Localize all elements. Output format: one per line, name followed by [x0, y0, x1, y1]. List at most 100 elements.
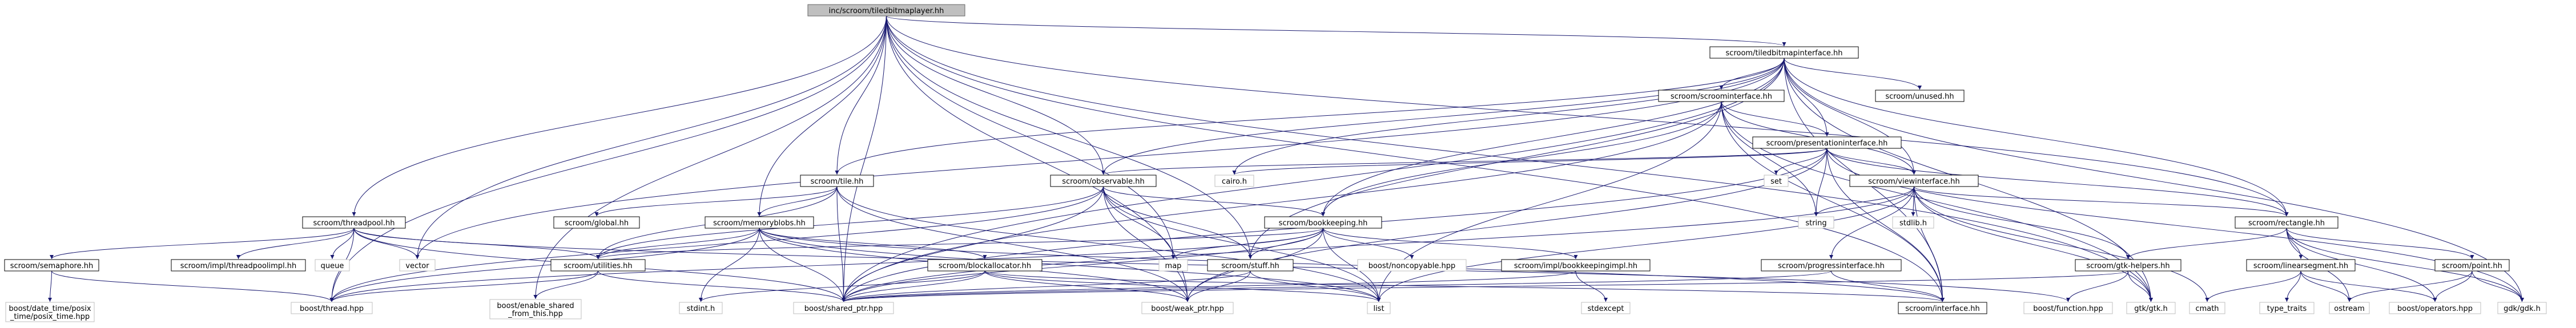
node-gdkgdk: gdk/gdk.h [2497, 302, 2547, 314]
edge-root-to-bweak [886, 15, 1190, 302]
edge-memblobs-to-stdint [699, 228, 760, 302]
edge-tile-to-memblobs [757, 186, 838, 217]
edge-gtkhelpers-to-bfunction [2066, 270, 2128, 302]
edge-bookkeeping-to-bnoncopy [1323, 228, 1414, 260]
edge-memblobs-to-blockalloc [759, 228, 987, 260]
edge-linseg-to-cmath [2205, 270, 2301, 302]
node-ifacehh[interactable]: scroom/interface.hh [1898, 302, 1987, 314]
node-label-tile: scroom/tile.hh [811, 177, 864, 186]
node-rect[interactable]: scroom/rectangle.hh [2235, 216, 2338, 229]
node-bnoncopy: boost/noncopyable.hpp [1357, 259, 1467, 272]
node-global[interactable]: scroom/global.hh [553, 216, 640, 229]
node-label-bdatetime: _time/posix_time.hpp [10, 313, 90, 321]
node-box-threadpool [302, 216, 406, 229]
node-bfunction: boost/function.hpp [2023, 302, 2113, 314]
node-gtkhelpers[interactable]: scroom/gtk-helpers.hh [2075, 259, 2181, 272]
node-box-semaphore [4, 259, 99, 272]
node-box-root [807, 4, 965, 17]
node-bweak: boost/weak_ptr.hpp [1141, 302, 1234, 314]
node-blockalloc[interactable]: scroom/blockallocator.hh [927, 259, 1043, 272]
node-box-tile [800, 175, 874, 187]
edge-bkimpl-to-bshared [842, 270, 1576, 302]
edge-viewif-to-string [1814, 186, 1914, 217]
edge-stuff-to-list [1250, 270, 1381, 302]
node-map: map [1158, 259, 1188, 272]
node-box-tbi [1709, 46, 1859, 59]
node-typetraits: type_traits [2259, 302, 2315, 314]
node-bookkeeping[interactable]: scroom/bookkeeping.hh [1264, 216, 1382, 229]
edge-tbi-to-rect [1784, 58, 2289, 217]
node-box-gdkgdk [2497, 302, 2547, 314]
node-memblobs[interactable]: scroom/memoryblobs.hh [705, 216, 814, 229]
node-set: set [1764, 175, 1789, 187]
node-box-stdint [679, 302, 723, 314]
node-point[interactable]: scroom/point.hh [2434, 259, 2510, 272]
node-label-presif: scroom/presentationinterface.hh [1766, 139, 1888, 148]
node-presif[interactable]: scroom/presentationinterface.hh [1752, 136, 1902, 149]
node-label-besft: _from_this.hpp [508, 310, 563, 318]
node-label-vector: vector [405, 262, 429, 270]
edge-linseg-to-ostream [2300, 270, 2352, 302]
node-root[interactable]: inc/scroom/tiledbitmaplayer.hh [807, 4, 965, 17]
node-tile[interactable]: scroom/tile.hh [800, 175, 874, 187]
node-box-list [1367, 302, 1391, 314]
node-box-blockalloc [927, 259, 1043, 272]
node-observable[interactable]: scroom/observable.hh [1050, 175, 1157, 187]
node-tpimpl[interactable]: scroom/impl/threadpoolimpl.hh [171, 259, 306, 272]
node-bkimpl[interactable]: scroom/impl/bookkeepingimpl.hh [1501, 259, 1651, 272]
node-stuff[interactable]: scroom/stuff.hh [1207, 259, 1294, 272]
node-vector: vector [399, 259, 436, 272]
node-label-ifacehh: scroom/interface.hh [1905, 305, 1980, 313]
node-linseg[interactable]: scroom/linearsegment.hh [2246, 259, 2356, 272]
edge-tbi-to-bookkeeping [1321, 58, 1785, 217]
node-layer: inc/scroom/tiledbitmaplayer.hh scroom/til… [4, 4, 2547, 322]
edge-tbi-to-presif [1784, 58, 1829, 137]
edge-progif-to-ifacehh [1831, 270, 1945, 302]
edge-blockalloc-to-stdint [699, 270, 985, 302]
edge-semaphore-to-bdatetime [48, 270, 53, 302]
edge-presif-to-cairo [1232, 148, 1828, 175]
node-box-rect [2235, 216, 2338, 229]
node-semaphore[interactable]: scroom/semaphore.hh [4, 259, 99, 272]
edge-scroomif-to-gtkgtk [1721, 101, 2153, 302]
node-box-progif [1761, 259, 1902, 272]
edge-bookkeeping-to-list [1323, 228, 1381, 302]
edge-semaphore-to-bthread [51, 270, 334, 302]
node-unused[interactable]: scroom/unused.hh [1875, 90, 1965, 102]
edge-threadpool-to-tpimpl [236, 228, 355, 260]
node-label-linseg: scroom/linearsegment.hh [2253, 262, 2348, 270]
node-label-gdkgdk: gdk/gdk.h [2503, 305, 2541, 313]
edge-presif-to-ifacehh [1826, 148, 1945, 302]
node-label-stdint: stdint.h [687, 305, 715, 313]
edge-bkimpl-to-stdexcept [1575, 270, 1608, 302]
node-label-cmath: cmath [2195, 305, 2219, 313]
edge-viewif-to-ifacehh [1914, 186, 1945, 302]
edge-root-to-observable [886, 15, 1105, 175]
edge-root-to-memblobs [757, 15, 887, 217]
node-label-unused: scroom/unused.hh [1885, 92, 1954, 101]
node-progif[interactable]: scroom/progressinterface.hh [1761, 259, 1902, 272]
node-viewif[interactable]: scroom/viewinterface.hh [1849, 175, 1979, 187]
edge-memblobs-to-utilities [596, 228, 760, 260]
node-label-point: scroom/point.hh [2442, 262, 2502, 270]
node-label-rect: scroom/rectangle.hh [2248, 219, 2325, 228]
node-label-global: scroom/global.hh [565, 219, 629, 228]
node-string: string [1798, 216, 1834, 229]
edge-point-to-bops [2433, 270, 2473, 302]
edge-tbi-to-vector [415, 58, 1785, 260]
node-tbi[interactable]: scroom/tiledbitmapinterface.hh [1709, 46, 1859, 59]
edge-observable-to-bthread [329, 186, 1104, 302]
edge-tbi-to-observable [1101, 58, 1785, 175]
edge-observable-to-stuff [1103, 186, 1253, 260]
node-scroomif[interactable]: scroom/scroominterface.hh [1658, 90, 1785, 102]
node-box-ostream [2329, 302, 2370, 314]
edge-blockalloc-to-list [984, 270, 1381, 302]
edge-memblobs-to-bshared [759, 228, 846, 302]
node-stdexcept: stdexcept [1581, 302, 1631, 314]
node-threadpool[interactable]: scroom/threadpool.hh [302, 216, 406, 229]
node-box-utilities [550, 259, 646, 272]
node-label-ostream: ostream [2334, 305, 2365, 313]
node-utilities[interactable]: scroom/utilities.hh [550, 259, 646, 272]
edge-tile-to-bshared [836, 186, 846, 302]
edge-observable-to-utilities [596, 186, 1104, 260]
